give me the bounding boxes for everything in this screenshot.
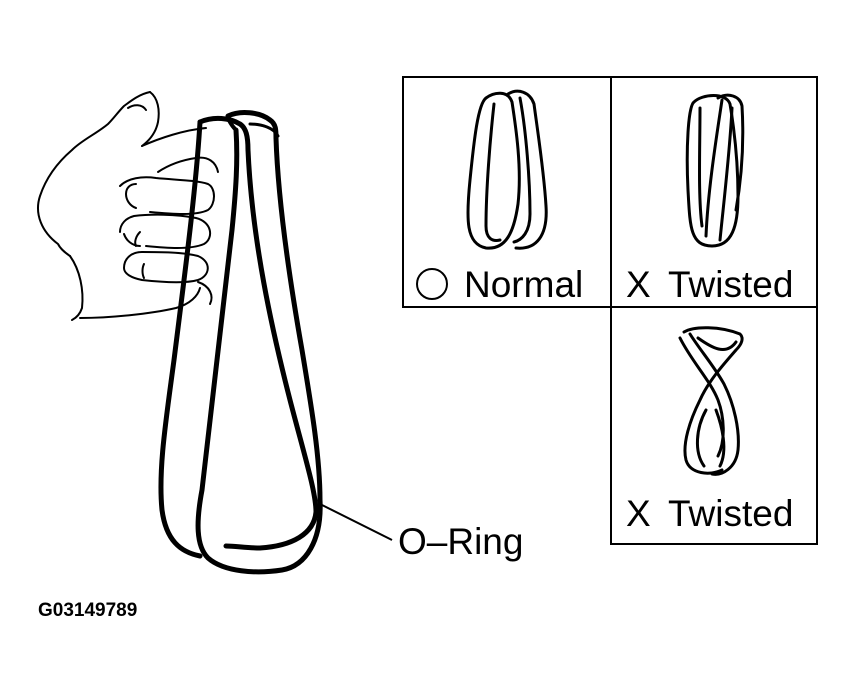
figure-code: G03149789 bbox=[38, 600, 137, 621]
twisted-o-ring-icon-2 bbox=[678, 326, 744, 476]
o-ring-front-strand bbox=[195, 110, 323, 575]
panel-twisted-2-mark: X bbox=[626, 493, 651, 534]
panel-twisted-1: X Twisted bbox=[626, 93, 793, 305]
o-ring-callout-label: O–Ring bbox=[398, 521, 523, 562]
panel-twisted-2-label: Twisted bbox=[668, 493, 793, 534]
panel-normal: Normal bbox=[416, 89, 583, 305]
o-ring-front-strand-inner bbox=[226, 114, 238, 132]
panel-twisted-2-frame bbox=[610, 306, 818, 545]
panel-normal-label: Normal bbox=[464, 264, 583, 305]
panel-twisted-1-mark: X bbox=[626, 264, 651, 305]
panel-twisted-2: X Twisted bbox=[626, 326, 793, 534]
twisted-o-ring-icon-1 bbox=[685, 93, 745, 248]
panel-twisted-1-label: Twisted bbox=[668, 264, 793, 305]
o-ring-back-strand bbox=[158, 119, 203, 559]
normal-o-ring-icon bbox=[466, 89, 548, 250]
normal-circle-mark-icon bbox=[416, 268, 448, 300]
o-ring-callout-leader bbox=[319, 503, 393, 541]
o-ring-hanging bbox=[158, 110, 393, 575]
o-ring-back-strand-2 bbox=[197, 115, 319, 551]
comparison-panels bbox=[402, 76, 818, 545]
